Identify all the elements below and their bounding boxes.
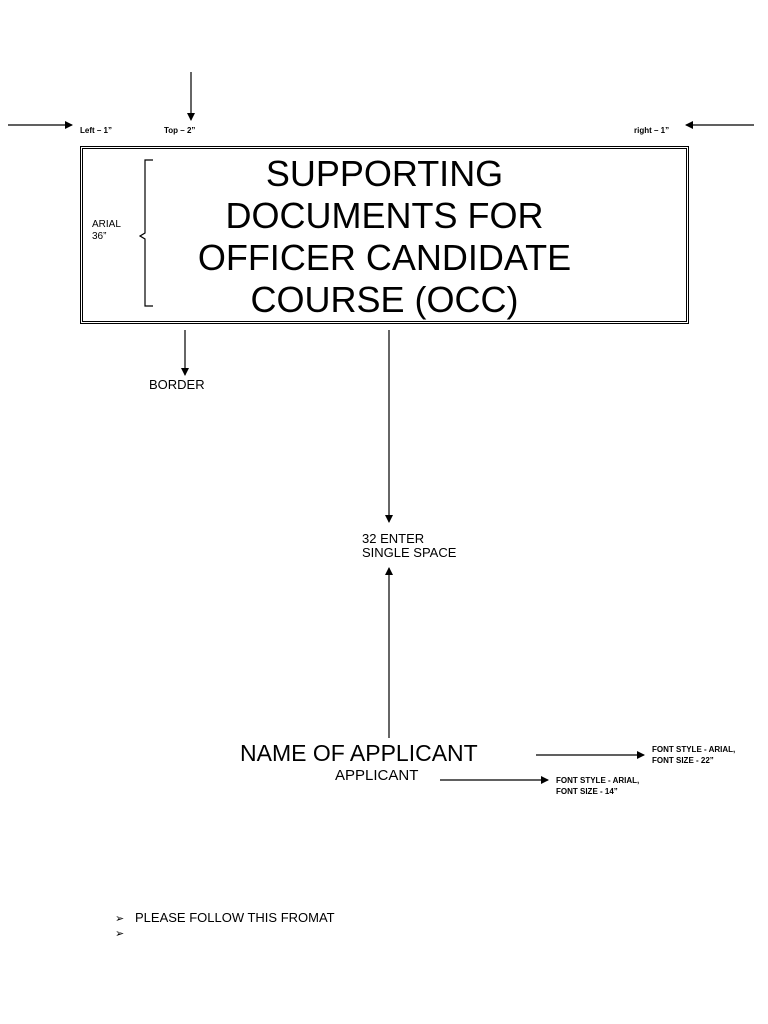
bullet-text-1: PLEASE FOLLOW THIS FROMAT xyxy=(135,910,335,925)
top-margin-label: Top – 2” xyxy=(164,126,196,135)
applicant-name-heading: NAME OF APPLICANT xyxy=(240,740,478,766)
applicant-label: APPLICANT xyxy=(335,767,419,784)
right-margin-label: right – 1” xyxy=(634,126,670,135)
document-title: SUPPORTING DOCUMENTS FOR OFFICER CANDIDA… xyxy=(83,153,686,321)
arrow-bullet-icon: ➢ xyxy=(115,913,125,925)
spacing-note-line-1: 32 ENTER xyxy=(362,531,425,546)
left-margin-label: Left – 1” xyxy=(80,126,113,135)
title-line-4: COURSE (OCC) xyxy=(250,279,519,320)
title-border-box: SUPPORTING DOCUMENTS FOR OFFICER CANDIDA… xyxy=(80,146,689,324)
border-label: BORDER xyxy=(149,377,205,392)
spacing-note-line-2: SINGLE SPACE xyxy=(362,545,457,560)
name-font-note-line-2: FONT SIZE - 22” xyxy=(652,756,714,765)
applicant-font-note-line-2: FONT SIZE - 14” xyxy=(556,787,618,796)
name-font-note: FONT STYLE - ARIAL, FONT SIZE - 22” xyxy=(652,744,735,766)
font-size-bracket xyxy=(138,159,153,307)
font-note: ARIAL 36” xyxy=(92,219,121,243)
title-line-2: DOCUMENTS FOR xyxy=(225,195,544,236)
applicant-font-note: FONT STYLE - ARIAL, FONT SIZE - 14” xyxy=(556,775,639,797)
spacing-note: 32 ENTER SINGLE SPACE xyxy=(362,532,456,560)
font-note-line-1: ARIAL xyxy=(92,219,121,230)
bullet-item-2: ➢ xyxy=(115,925,135,940)
font-note-line-2: 36” xyxy=(92,231,107,242)
applicant-font-note-line-1: FONT STYLE - ARIAL, xyxy=(556,776,640,785)
name-font-note-line-1: FONT STYLE - ARIAL, xyxy=(652,745,736,754)
title-line-3: OFFICER CANDIDATE xyxy=(197,237,572,278)
bullet-item-1: ➢ PLEASE FOLLOW THIS FROMAT xyxy=(115,910,335,925)
arrow-bullet-icon: ➢ xyxy=(115,928,125,940)
title-line-1: SUPPORTING xyxy=(265,153,504,194)
